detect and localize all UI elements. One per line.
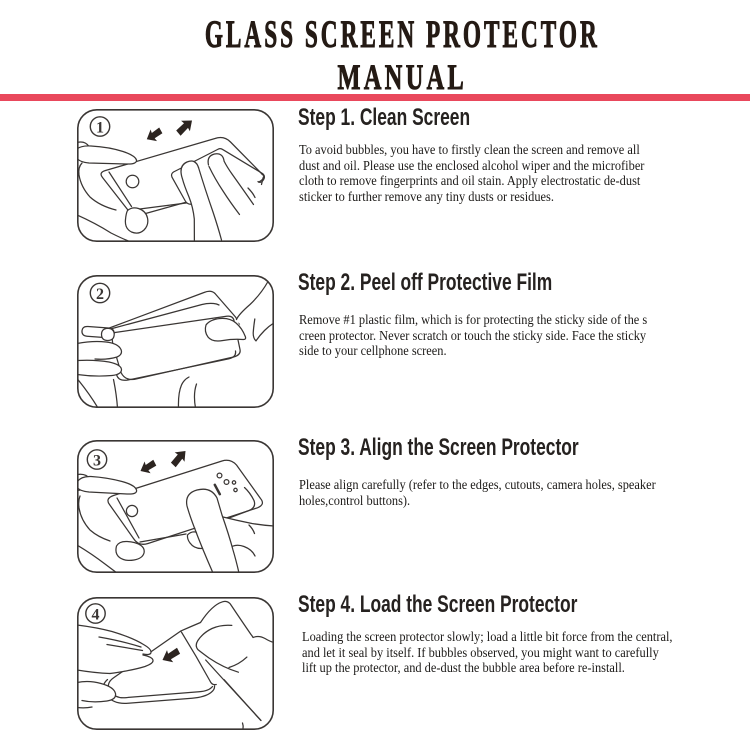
svg-text:3: 3 — [93, 452, 101, 469]
svg-text:1: 1 — [96, 119, 104, 136]
svg-text:2: 2 — [96, 286, 104, 303]
svg-text:4: 4 — [92, 606, 100, 623]
